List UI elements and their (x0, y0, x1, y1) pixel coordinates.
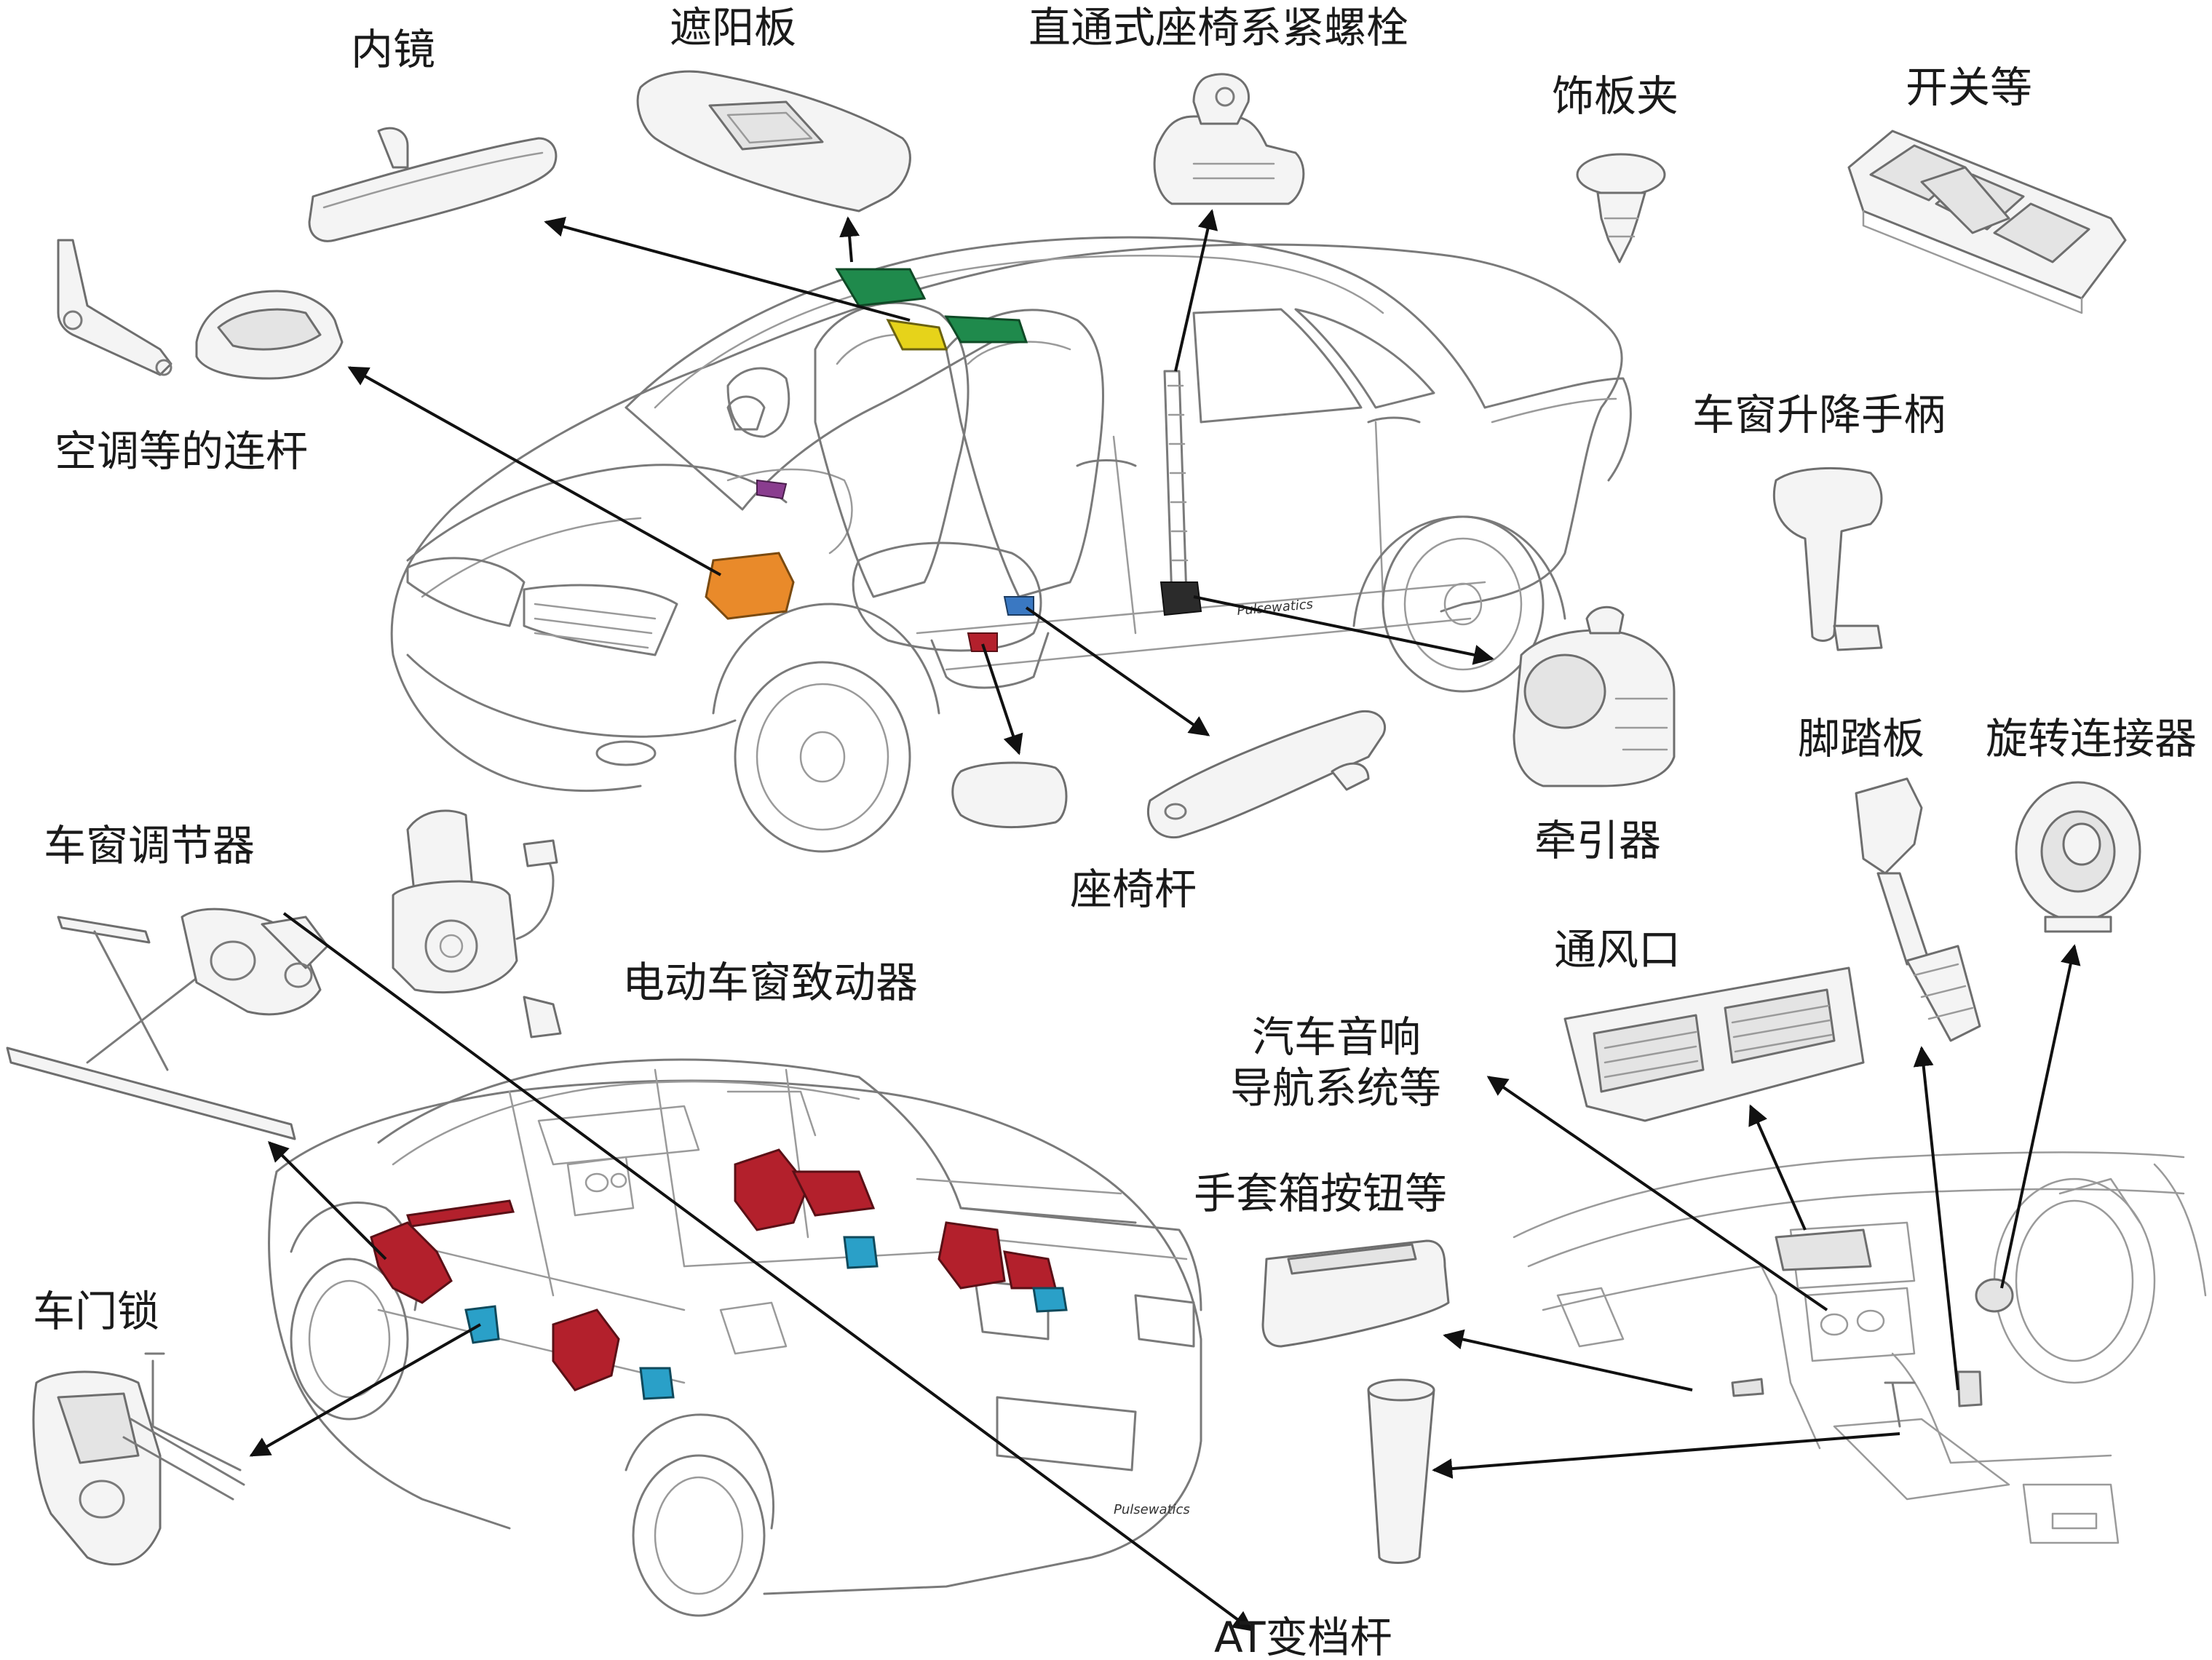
actuator-red-5 (937, 1221, 1006, 1290)
door-lock-part (32, 1352, 245, 1566)
arrow-seat-lever-1 (981, 643, 1023, 755)
actuator-red-1 (370, 1221, 453, 1304)
label-seat-bolt: 直通式座椅系紧螺栓 (1028, 3, 1408, 52)
actuator-cyan-3 (843, 1236, 879, 1269)
label-sun-visor: 遮阳板 (670, 3, 796, 52)
retractor-part (1513, 605, 1676, 787)
label-switches: 开关等 (1906, 63, 2032, 112)
pedal-part (1855, 777, 1981, 1042)
seat-lever-highlight-purple (756, 479, 788, 500)
bottom-car-badge: Pulsewatics (1114, 1502, 1190, 1517)
arrow-retractor (1193, 595, 1494, 665)
arrow-at-lever-long (282, 912, 1254, 1632)
bottom-car-highlights (370, 1148, 1068, 1400)
seat-bolt-part (1153, 73, 1305, 205)
arrow-seat-lever-2 (1025, 606, 1210, 736)
label-ac-link: 空调等的连杆 (55, 426, 308, 476)
arrow-door-lock (249, 1323, 481, 1457)
retractor-highlight (1159, 581, 1202, 616)
arrow-window-regulator (268, 1141, 387, 1260)
label-glove-box-button: 手套箱按钮等 (1194, 1169, 1447, 1218)
label-inner-mirror: 内镜 (351, 25, 435, 74)
actuator-cyan-1 (464, 1305, 500, 1344)
actuator-red-6 (1003, 1250, 1057, 1290)
arrow-ac-link (347, 366, 721, 576)
seat-lever-parts (951, 710, 1387, 839)
actuator-red-2 (552, 1308, 620, 1391)
arrow-inner-mirror (544, 217, 911, 322)
actuator-cyan-4 (1032, 1287, 1068, 1313)
label-spiral-connector: 旋转连接器 (1986, 714, 2197, 763)
visor-highlight-green-1 (835, 268, 927, 307)
ac-link-highlight (705, 552, 795, 620)
label-seat-lever: 座椅杆 (1070, 865, 1197, 914)
bottom-car-illustration: Pulsewatics (268, 1058, 1202, 1617)
label-audio-nav-line2: 导航系统等 (1230, 1063, 1441, 1113)
actuator-red-bar (406, 1199, 515, 1228)
switches-part (1847, 130, 2127, 314)
label-retractor: 牵引器 (1534, 816, 1661, 865)
ac-link-part (57, 239, 344, 380)
label-door-lock: 车门锁 (33, 1287, 159, 1336)
window-crank-part (1772, 466, 1883, 651)
at-shift-knob-part (1367, 1378, 1435, 1564)
actuator-red-3 (734, 1148, 809, 1231)
seat-lever-highlight-blue (1003, 596, 1034, 616)
mirror-highlight-yellow (886, 319, 948, 351)
actuator-red-4 (791, 1170, 876, 1217)
actuator-cyan-2 (639, 1367, 675, 1400)
labels: 内镜 遮阳板 直通式座椅系紧螺栓 饰板夹 开关等 空调等的连杆 车窗升降手柄 牵… (33, 3, 2197, 1660)
window-regulator-part (6, 908, 329, 1140)
glove-box-button-part (1261, 1239, 1450, 1348)
power-window-motor-part (392, 809, 562, 1039)
arrows (249, 209, 2081, 1632)
label-pedal: 脚踏板 (1798, 714, 1924, 763)
label-trim-clip: 饰板夹 (1552, 71, 1678, 121)
arrow-seat-bolt (1174, 209, 1218, 372)
inner-mirror-part (308, 127, 558, 242)
dashboard-illustration (1513, 1151, 2207, 1544)
arrow-glove-box (1443, 1329, 1693, 1391)
arrow-sun-visor (839, 216, 860, 263)
trim-clip-part (1576, 153, 1666, 263)
label-power-window-actuator: 电动车窗致动器 (622, 958, 918, 1007)
label-vent: 通风口 (1554, 925, 1681, 974)
spiral-connector-part (2015, 781, 2141, 933)
seat-lever-highlight-red (967, 632, 998, 652)
top-car-highlights (705, 268, 1202, 652)
sun-visor-part (636, 70, 911, 213)
label-window-regulator: 车窗调节器 (44, 821, 255, 870)
label-at-shift-lever: AT变档杆 (1214, 1613, 1392, 1660)
label-audio-nav-line1: 汽车音响 (1252, 1012, 1421, 1062)
arrow-spiral (2000, 944, 2081, 1289)
top-car-illustration: Pulsewatics (390, 236, 1632, 853)
vent-part (1563, 966, 1865, 1122)
arrow-shift-knob (1432, 1432, 1900, 1479)
arrow-vent (1748, 1104, 1807, 1231)
label-window-crank: 车窗升降手柄 (1692, 390, 1946, 440)
arrow-audio-nav (1486, 1076, 1828, 1311)
visor-highlight-green-2 (944, 315, 1028, 343)
arrow-pedal (1913, 1046, 1959, 1391)
